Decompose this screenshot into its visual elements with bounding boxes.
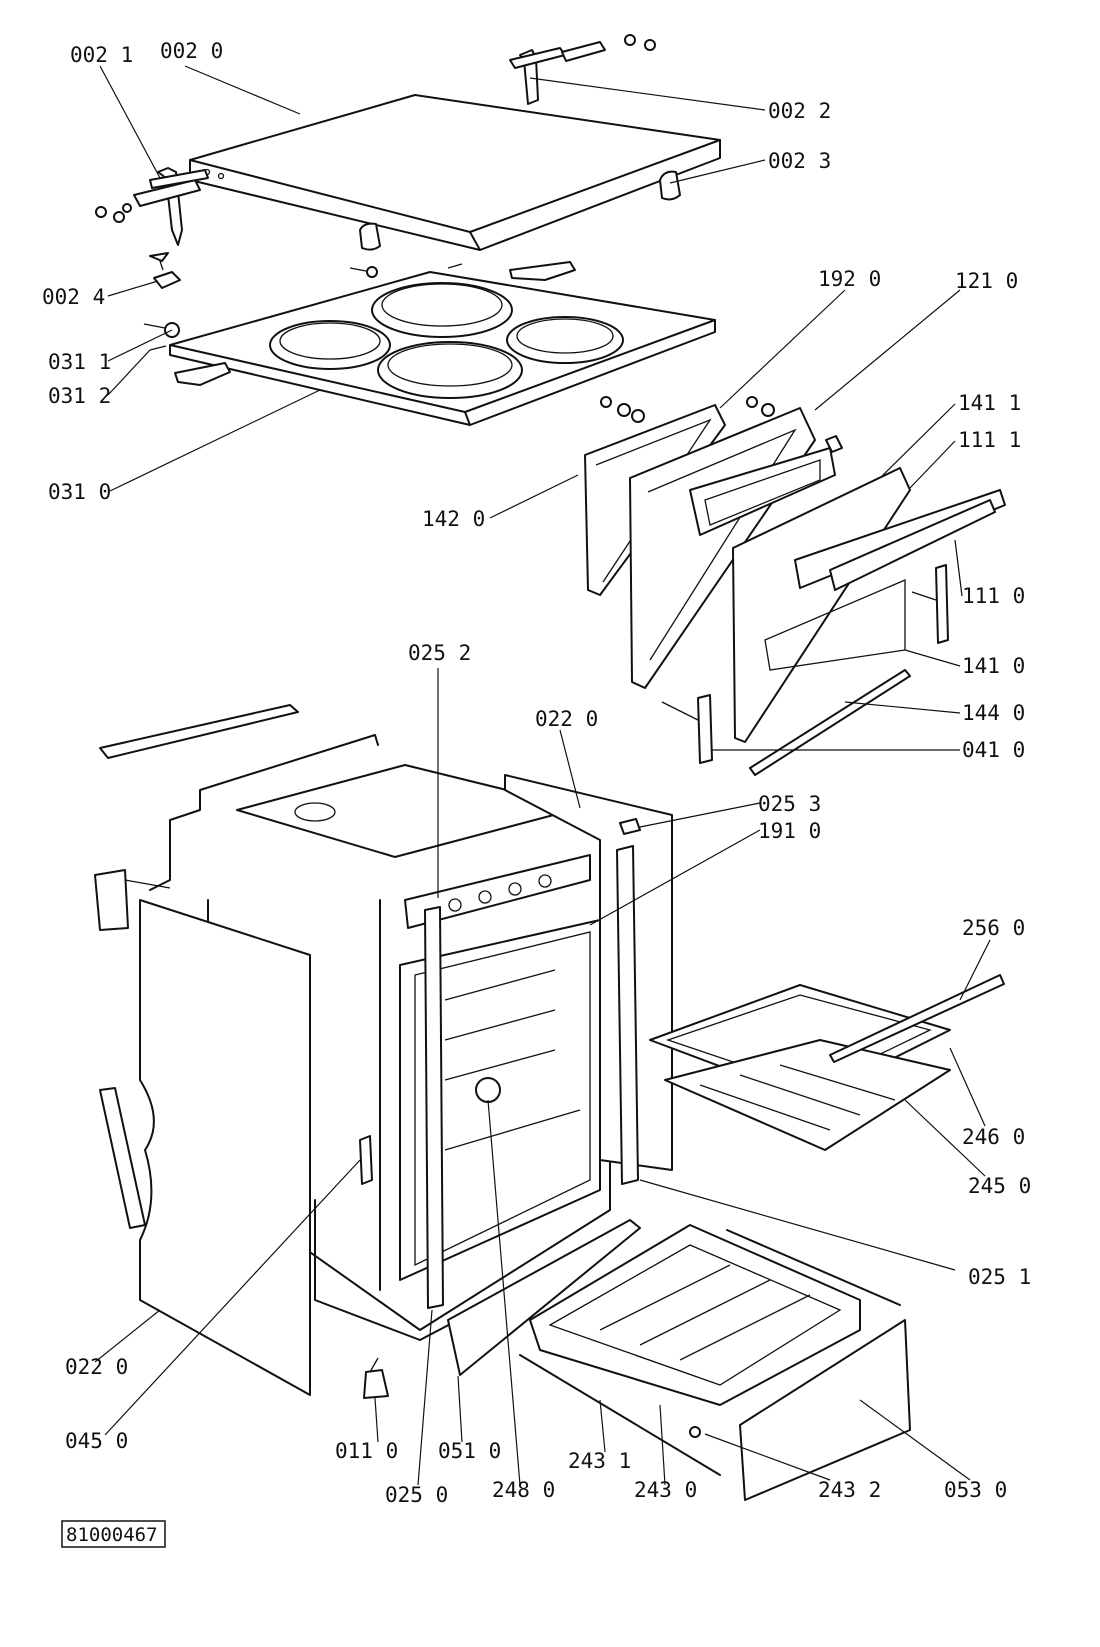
foot-011-0 xyxy=(363,1357,389,1399)
label-002-2: 002 2 xyxy=(768,99,831,123)
label-111-1: 111 1 xyxy=(958,428,1021,452)
label-051-0: 051 0 xyxy=(438,1439,501,1463)
drawer-rail-243-1 xyxy=(519,1229,901,1476)
drawer-panel-051-0 xyxy=(447,1219,641,1376)
part-labels: 002 1 002 0 002 2 002 3 002 4 031 1 031 … xyxy=(42,39,1031,1507)
label-141-1: 141 1 xyxy=(958,391,1021,415)
label-192-0: 192 0 xyxy=(818,267,881,291)
cooker-cabinet xyxy=(99,704,611,1341)
inner-door-panel-121-0 xyxy=(629,407,836,689)
label-141-0: 141 0 xyxy=(962,654,1025,678)
label-041-0: 041 0 xyxy=(962,738,1025,762)
label-025-0: 025 0 xyxy=(385,1483,448,1507)
drawing-reference-box: 81000467 xyxy=(61,1520,166,1548)
label-022-0-bottom: 022 0 xyxy=(65,1355,128,1379)
tray-handle-256-0 xyxy=(829,974,1005,1063)
label-002-1: 002 1 xyxy=(70,43,133,67)
label-002-4: 002 4 xyxy=(42,285,105,309)
label-025-3: 025 3 xyxy=(758,792,821,816)
label-053-0: 053 0 xyxy=(944,1478,1007,1502)
label-144-0: 144 0 xyxy=(962,701,1025,725)
label-121-0: 121 0 xyxy=(955,269,1018,293)
label-248-0: 248 0 xyxy=(492,1478,555,1502)
label-142-0: 142 0 xyxy=(422,507,485,531)
label-025-2: 025 2 xyxy=(408,641,471,665)
label-246-0: 246 0 xyxy=(962,1125,1025,1149)
hinge-bracket-left xyxy=(94,869,171,931)
label-031-1: 031 1 xyxy=(48,350,111,374)
door-hinges-041-0 xyxy=(661,564,949,764)
frame-strip-025-0 xyxy=(424,906,444,1309)
lid-buffer-002-3 xyxy=(359,170,681,251)
label-243-0: 243 0 xyxy=(634,1478,697,1502)
label-256-0: 256 0 xyxy=(962,916,1025,940)
label-111-0: 111 0 xyxy=(962,584,1025,608)
fixing-block-025-3 xyxy=(619,818,641,835)
label-002-3: 002 3 xyxy=(768,149,831,173)
drawer-243-0 xyxy=(529,1224,861,1406)
hob-lid-002-0 xyxy=(189,94,721,251)
side-panel-left-022-0 xyxy=(139,899,311,1396)
drawer-knob-243-2 xyxy=(689,1426,701,1438)
label-025-1: 025 1 xyxy=(968,1265,1031,1289)
door-screws-192-0 xyxy=(600,396,843,453)
label-243-2: 243 2 xyxy=(818,1478,881,1502)
oven-shelf-245-0 xyxy=(664,1039,951,1151)
lid-hinge-right-002-2 xyxy=(509,34,656,105)
frame-strip-025-1 xyxy=(616,845,639,1185)
label-022-0-top: 022 0 xyxy=(535,707,598,731)
leader-lines xyxy=(94,65,991,1486)
door-handle-111-0 xyxy=(794,489,1006,591)
label-245-0: 245 0 xyxy=(968,1174,1031,1198)
label-045-0: 045 0 xyxy=(65,1429,128,1453)
label-031-2: 031 2 xyxy=(48,384,111,408)
drawing-reference-number: 81000467 xyxy=(66,1524,158,1546)
label-002-0: 002 0 xyxy=(160,39,223,63)
label-191-0: 191 0 xyxy=(758,819,821,843)
label-243-1: 243 1 xyxy=(568,1449,631,1473)
bracket-045-0 xyxy=(99,1087,373,1229)
lid-hinge-left-002-1 xyxy=(95,167,209,246)
label-031-0: 031 0 xyxy=(48,480,111,504)
drawer-front-053-0 xyxy=(739,1319,911,1501)
hob-panel-031-0 xyxy=(169,271,716,426)
lid-clip-002-4 xyxy=(149,252,181,289)
label-011-0: 011 0 xyxy=(335,1439,398,1463)
